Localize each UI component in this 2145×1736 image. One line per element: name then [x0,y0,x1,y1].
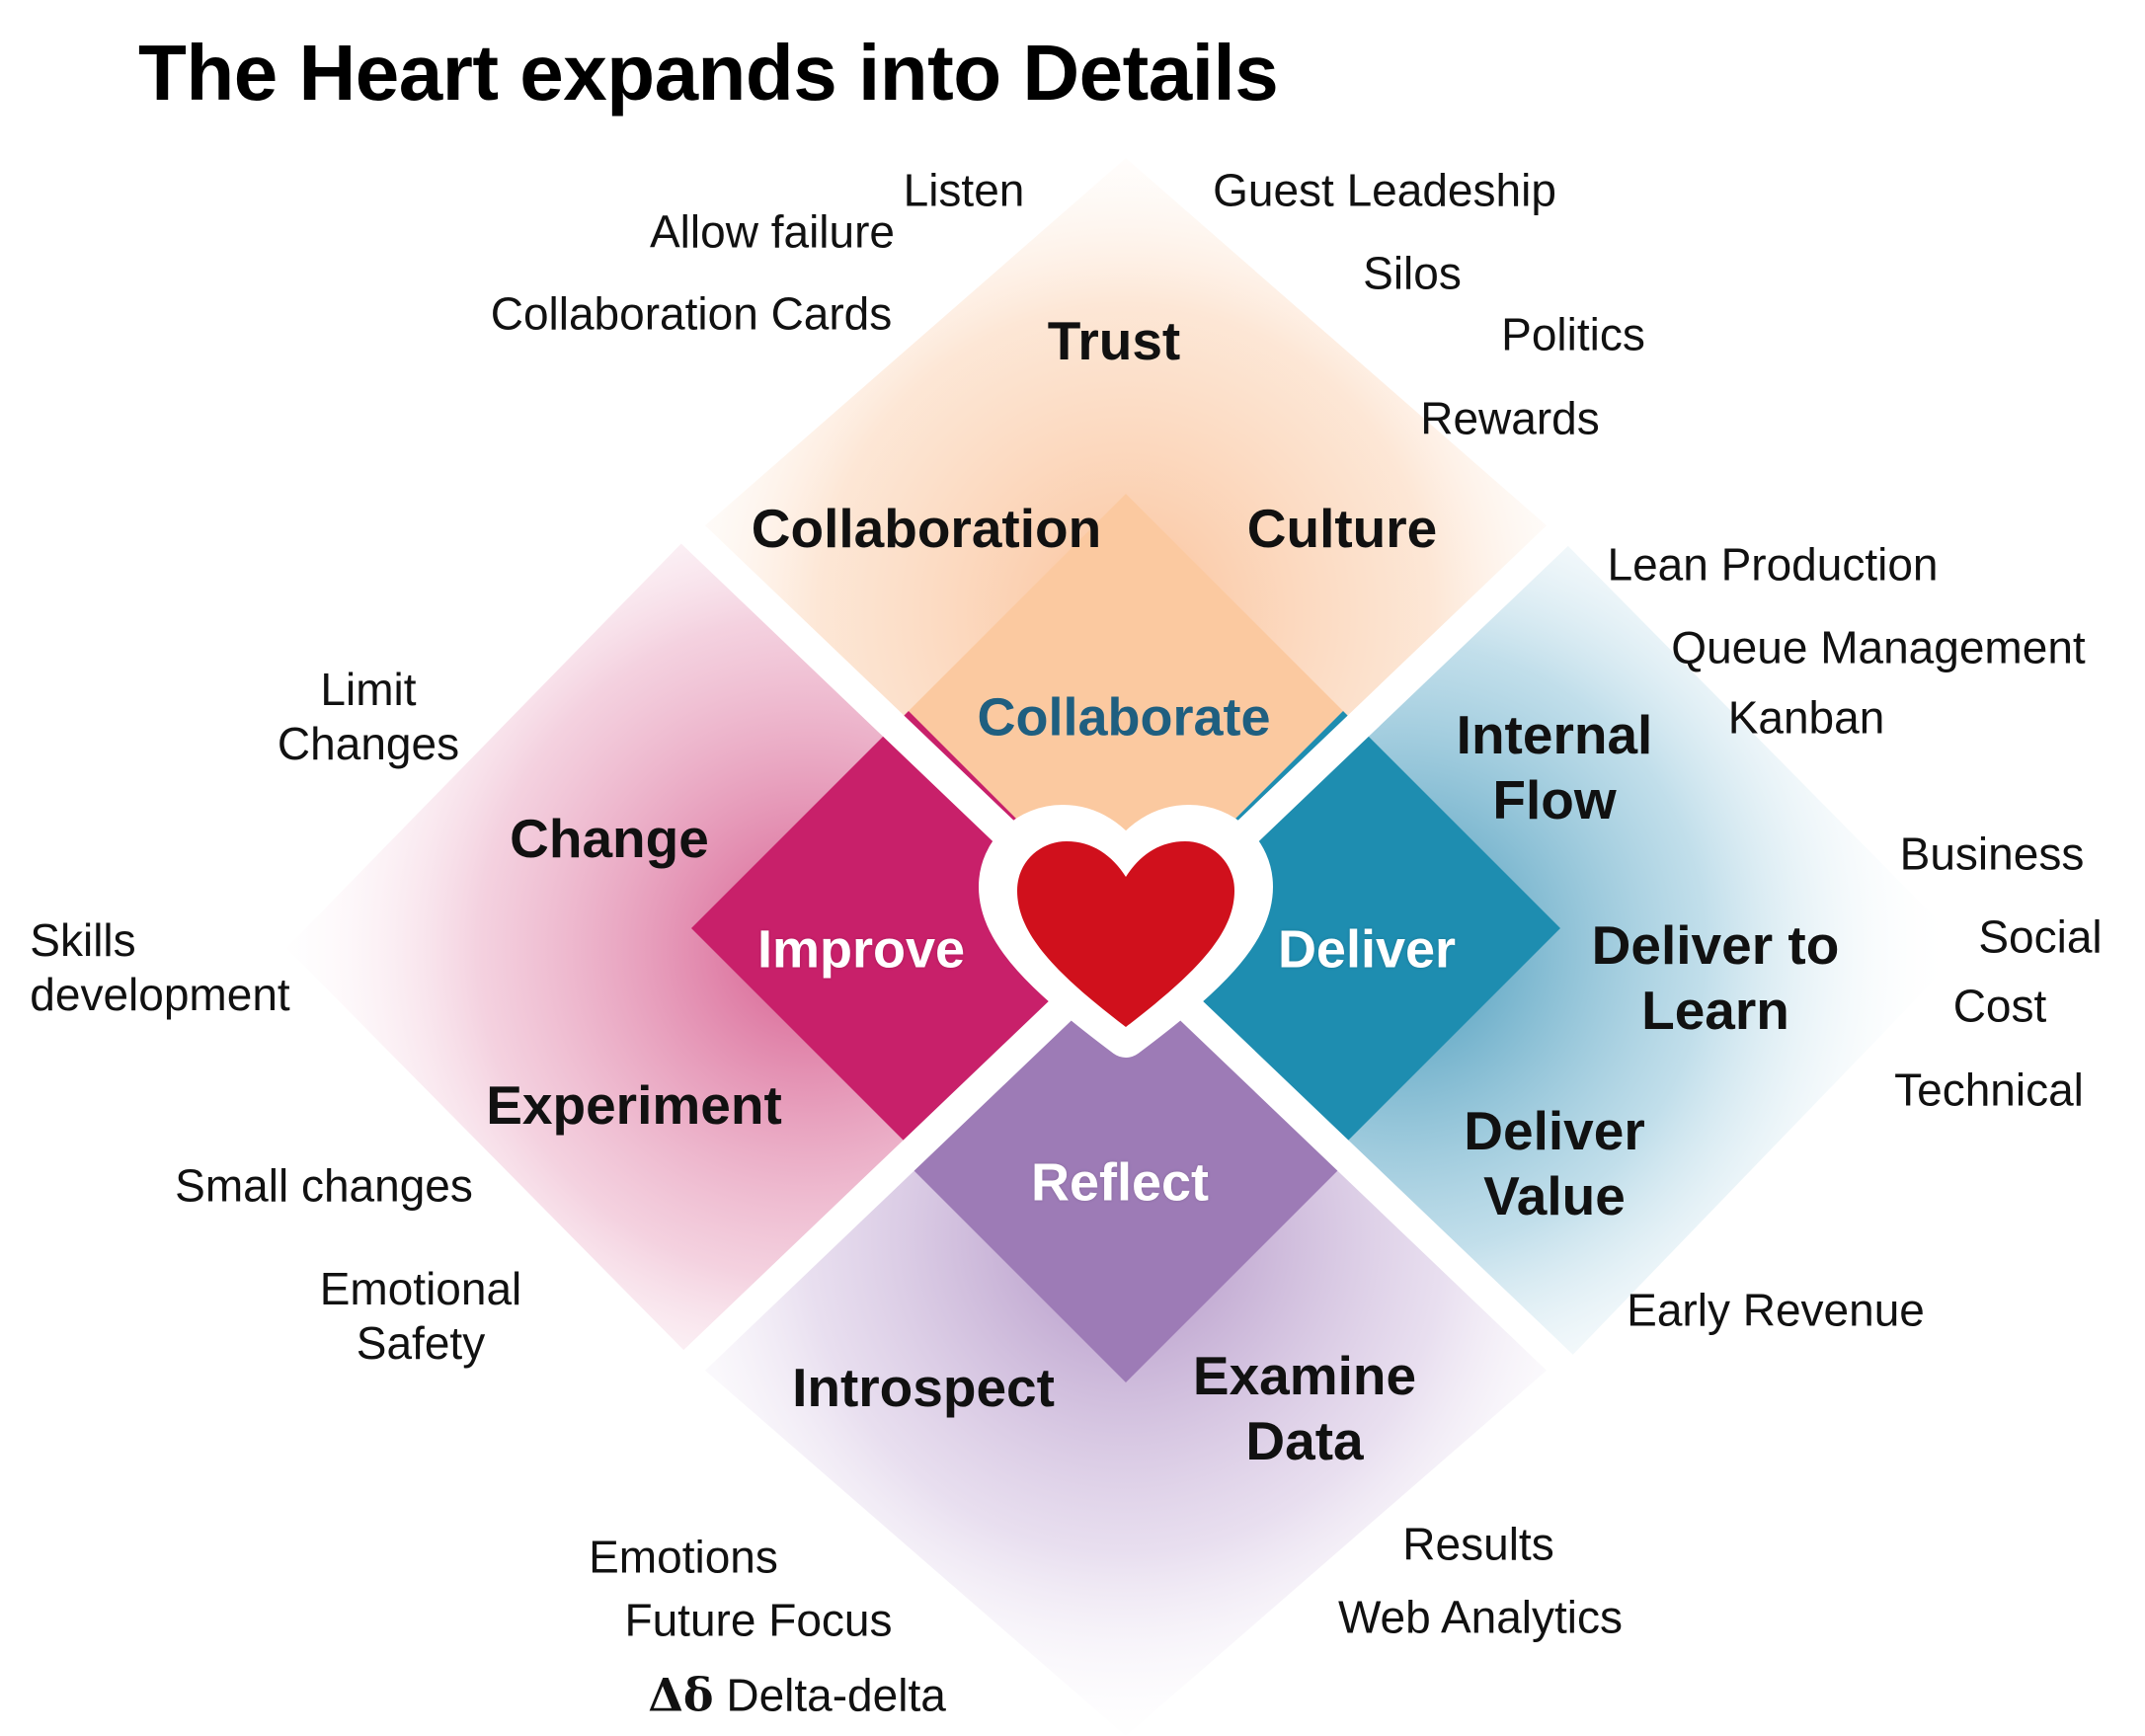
detail-web-analytics: Web Analytics [1337,1591,1624,1643]
deliver-label: Deliver [1277,919,1457,980]
delta-symbol: Δδ [648,1668,714,1722]
detail-listen: Listen [903,164,1025,216]
facet-deliver-to-learn-line2: Learn [1641,980,1789,1041]
detail-cost: Cost [1952,980,2047,1032]
detail-politics: Politics [1501,308,1645,360]
facet-internal-flow: Internal Flow [1457,702,1653,832]
detail-skills-development: Skills development [30,913,289,1022]
detail-queue-management: Queue Management [1671,621,2086,673]
facet-change: Change [510,808,709,869]
detail-emotional-safety-line2: Safety [356,1317,486,1369]
detail-collaboration-cards: Collaboration Cards [490,287,893,340]
facet-culture: Culture [1246,498,1438,559]
improve-label: Improve [756,919,966,980]
detail-lean-production: Lean Production [1607,538,1939,591]
detail-limit-changes-line1: Limit [320,663,417,715]
facet-internal-flow-line1: Internal [1456,704,1653,765]
deliver-fan [1126,538,1965,1368]
detail-business: Business [1899,828,2085,880]
detail-early-revenue: Early Revenue [1627,1284,1925,1336]
reflect-label: Reflect [1030,1152,1210,1213]
facet-deliver-value: Deliver Value [1464,1098,1644,1228]
page-title: The Heart expands into Details [138,29,1279,117]
facet-examine-data-line1: Examine [1192,1345,1417,1406]
facet-internal-flow-line2: Flow [1492,769,1617,830]
facet-deliver-value-line1: Deliver [1464,1100,1645,1161]
facet-trust: Trust [1047,310,1181,371]
detail-emotional-safety-line1: Emotional [319,1262,522,1314]
detail-kanban: Kanban [1727,691,1885,744]
detail-skills-development-line2: development [30,969,290,1020]
detail-silos: Silos [1363,247,1462,299]
detail-small-changes: Small changes [175,1159,473,1212]
facet-deliver-value-line2: Value [1483,1165,1626,1226]
detail-rewards: Rewards [1420,392,1600,444]
detail-limit-changes-line2: Changes [277,718,460,769]
detail-emotional-safety: Emotional Safety [320,1262,522,1371]
facet-examine-data: Examine Data [1193,1343,1416,1473]
facet-experiment: Experiment [486,1074,782,1136]
detail-guest-leadeship: Guest Leadeship [1213,164,1556,216]
facet-deliver-to-learn: Deliver to Learn [1592,912,1840,1043]
detail-limit-changes: Limit Changes [278,663,459,771]
facet-examine-data-line2: Data [1245,1410,1364,1471]
improve-fan [286,533,1126,1358]
detail-results: Results [1402,1518,1554,1570]
facet-deliver-to-learn-line1: Deliver to [1591,914,1840,976]
collaborate-label: Collaborate [977,687,1271,748]
detail-skills-development-line1: Skills [30,913,136,966]
detail-emotions: Emotions [589,1531,778,1583]
facet-collaboration: Collaboration [751,498,1102,559]
detail-allow-failure: Allow failure [650,205,895,258]
detail-future-focus: Future Focus [624,1594,893,1646]
detail-technical: Technical [1894,1064,2084,1116]
facet-introspect: Introspect [792,1357,1055,1418]
heart-icon [979,805,1273,1058]
detail-delta-delta-text: Delta-delta [726,1669,946,1721]
detail-delta-delta: Δδ Delta-delta [648,1668,946,1722]
detail-social: Social [1978,910,2103,963]
